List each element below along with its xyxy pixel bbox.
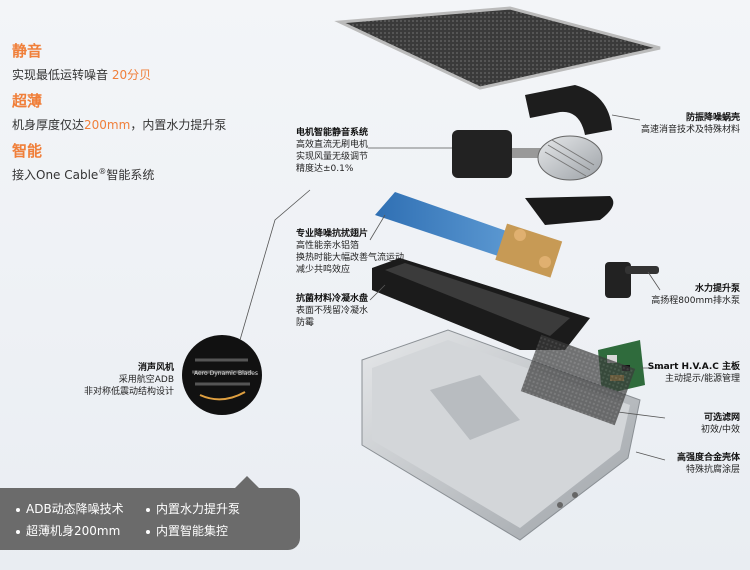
blower-motor (452, 130, 603, 181)
feature-text-smart: 接入One Cable®智能系统 (12, 167, 155, 182)
feature-text-thin: 机身厚度仅达200mm，内置水力提升泵 (12, 118, 227, 132)
main-chassis (361, 329, 641, 541)
leader-lines (239, 114, 666, 461)
fan-closeup (182, 335, 262, 415)
feature-title-quiet: 静音 (12, 42, 43, 60)
callout-tray: 抗菌材料冷凝水盘 表面不残留冷凝水 防霉 (296, 294, 369, 328)
summary-item: 内置水力提升泵 (146, 500, 240, 517)
callout-filter: 可选滤网 初效/中效 (700, 413, 740, 435)
fan-badge: Aero Dynamic Blades (194, 370, 259, 377)
top-filter-panel (334, 6, 661, 90)
callout-fan: 消声风机 采用航空ADB 非对称低震动结构设计 (83, 363, 174, 397)
feature-text-quiet: 实现最低运转噪音 20分贝 (12, 68, 152, 82)
callout-motor: 电机智能静音系统 高效直流无刷电机 实现风量无级调节 精度达±0.1% (296, 128, 369, 174)
lift-pump (605, 262, 659, 298)
coil-fin (375, 192, 563, 278)
volute-housing (525, 85, 612, 135)
feature-title-thin: 超薄 (12, 92, 43, 110)
summary-item: 内置智能集控 (146, 522, 228, 539)
summary-item: 超薄机身200mm (16, 522, 120, 539)
callout-board: Smart H.V.A.C 主板 主动提示/能源管理 (647, 362, 740, 384)
summary-bubble: ADB动态降噪技术 内置水力提升泵 超薄机身200mm 内置智能集控 (0, 476, 300, 550)
summary-item: ADB动态降噪技术 (16, 500, 124, 517)
drain-tray (372, 258, 590, 350)
callout-vibration: 防振降噪蜗壳 高速消音技术及特殊材料 (640, 113, 740, 135)
callout-shell: 高强度合金壳体 特殊抗腐涂层 (676, 453, 740, 475)
lower-volute (525, 196, 614, 225)
feature-title-smart: 智能 (12, 142, 43, 160)
callout-fin: 专业降噪抗扰翅片 高性能亲水铝箔 换热时能大幅改善气流运动 减少共鸣效应 (296, 229, 405, 275)
callout-pump: 水力提升泵 高扬程800mm排水泵 (651, 284, 740, 306)
